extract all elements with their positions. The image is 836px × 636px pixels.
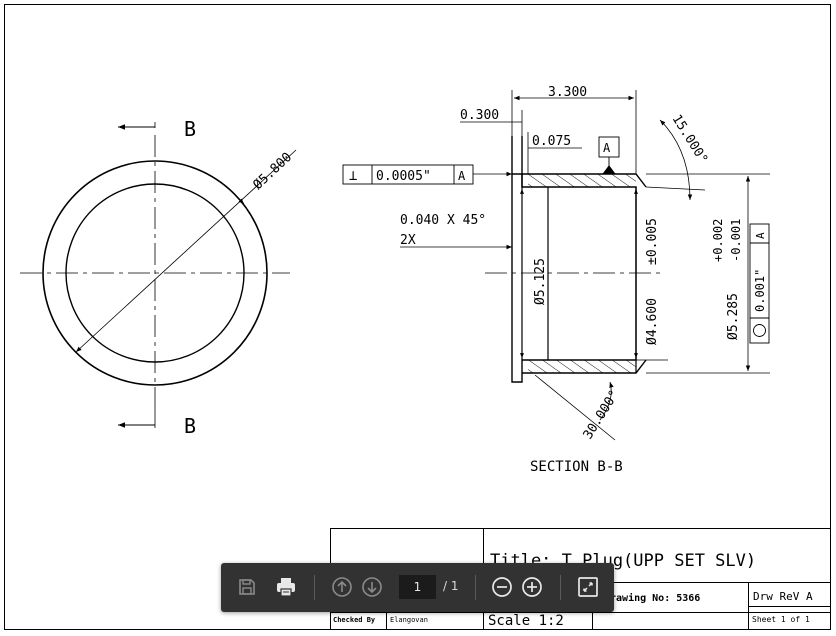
dim-bore: Ø5.125 bbox=[533, 258, 548, 305]
print-button[interactable] bbox=[271, 572, 301, 602]
perp-datum: A bbox=[458, 169, 466, 183]
dim-outer-tol-plus: +0.002 bbox=[711, 219, 725, 262]
dim-outer-tol-minus: -0.001 bbox=[729, 219, 743, 262]
page-total: / 1 bbox=[443, 579, 459, 593]
fit-to-page-icon bbox=[578, 577, 598, 597]
dim-inner: Ø4.600 bbox=[645, 298, 660, 345]
end-view bbox=[20, 122, 297, 428]
fit-page-button[interactable] bbox=[573, 572, 603, 602]
section-letter-bottom: B bbox=[184, 414, 196, 438]
toolbar-divider bbox=[475, 575, 476, 600]
circularity-datum: A bbox=[754, 232, 767, 239]
end-view-diameter: Ø5.800 bbox=[250, 150, 295, 193]
scale-text: Scale 1:2 bbox=[488, 613, 564, 629]
chamfer-count: 2X bbox=[400, 233, 416, 248]
arrow-up-circle-icon bbox=[332, 577, 352, 597]
save-icon bbox=[239, 579, 255, 595]
dim-overall-length: 3.300 bbox=[548, 85, 587, 100]
next-page-button[interactable] bbox=[357, 572, 387, 602]
chamfer-text: 0.040 X 45° bbox=[400, 213, 486, 228]
section-letter-top: B bbox=[184, 117, 196, 141]
dim-flange: 0.300 bbox=[460, 108, 499, 123]
page-number-input[interactable] bbox=[399, 575, 436, 599]
section-view bbox=[342, 90, 770, 441]
zoom-out-button[interactable] bbox=[487, 572, 517, 602]
checked-by-name: Elangovan bbox=[390, 616, 428, 624]
perp-tolerance: 0.0005" bbox=[376, 169, 431, 184]
arrow-down-circle-icon bbox=[362, 577, 382, 597]
zoom-out-icon bbox=[492, 577, 512, 597]
drawing-number: Drawing No: 5366 bbox=[604, 592, 700, 604]
toolbar-divider bbox=[560, 575, 561, 600]
perp-symbol: ⊥ bbox=[349, 168, 357, 184]
dim-step: 0.075 bbox=[532, 134, 571, 149]
print-icon bbox=[277, 578, 295, 597]
zoom-in-icon bbox=[522, 577, 542, 597]
angle-bottom: 30.000° bbox=[581, 388, 623, 442]
circularity-tol: 0.001" bbox=[753, 269, 767, 312]
zoom-in-button[interactable] bbox=[517, 572, 547, 602]
save-button[interactable] bbox=[232, 572, 262, 602]
drawing-rev: Drw ReV A bbox=[753, 590, 813, 603]
checked-by-label: Checked By bbox=[333, 616, 376, 624]
datum-a: A bbox=[603, 141, 611, 155]
sheet-number: Sheet 1 of 1 bbox=[752, 615, 810, 624]
dim-inner-tol: ±0.005 bbox=[645, 218, 660, 265]
dim-outer: Ø5.285 bbox=[726, 293, 741, 340]
section-label: SECTION B-B bbox=[530, 459, 623, 475]
sheet-border bbox=[4, 4, 831, 630]
previous-page-button[interactable] bbox=[327, 572, 357, 602]
toolbar-divider bbox=[314, 575, 315, 600]
